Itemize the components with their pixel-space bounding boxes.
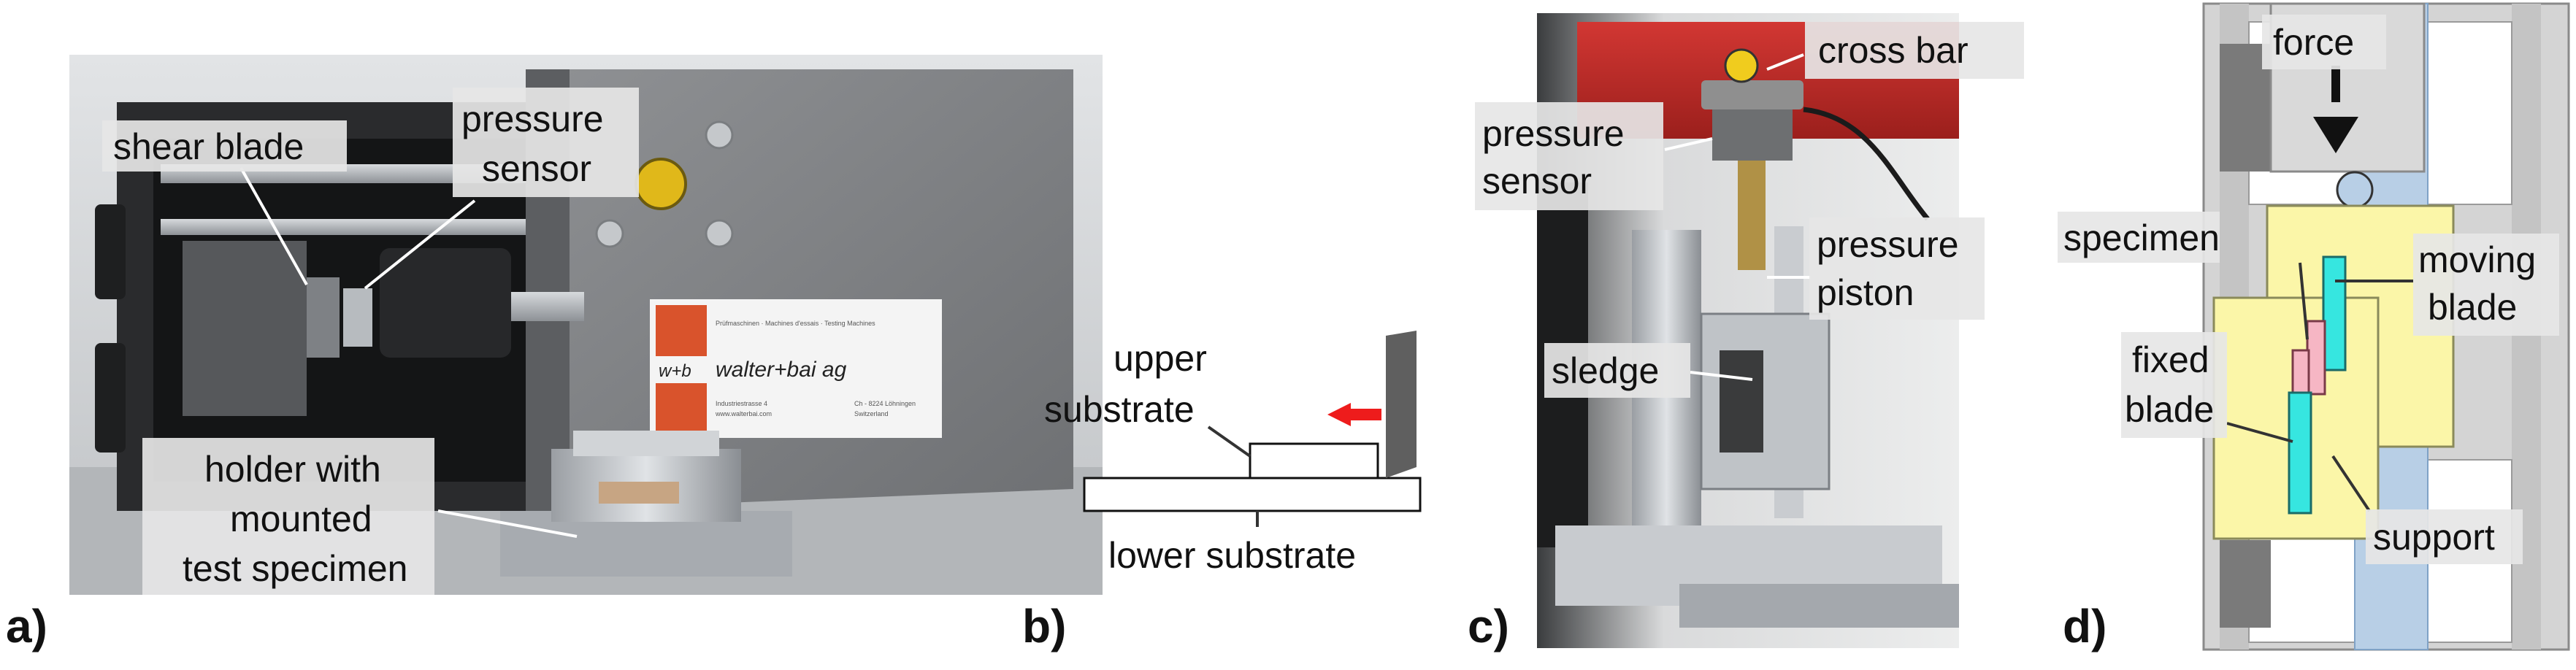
panel-d-fixed-blade-leader <box>2226 422 2293 443</box>
panel-a-handle-lower <box>95 343 126 453</box>
panel-c-pressure-sensor-label-line1: pressure <box>1482 113 1625 154</box>
panel-c-cross-bar-label-box <box>1805 22 2024 79</box>
panel-b-upper-label-line1: upper <box>1113 338 1207 379</box>
panel-d-support-leader <box>2331 455 2371 512</box>
panel-d-specimen-label: specimen <box>2063 217 2220 258</box>
panel-a-sensor-rod <box>511 292 584 321</box>
panel-d-specimen-upper <box>2306 320 2326 396</box>
panel-d-fixed-blade-label-box <box>2121 332 2227 438</box>
panel-a-holder-label-line1: holder with <box>204 449 381 490</box>
panel-a-letter: a) <box>6 600 47 652</box>
panel-a-holder-leader <box>437 509 578 538</box>
panel-c: cross bar pressure sensor pressure pisto… <box>1468 13 2024 652</box>
panel-a-pressure-sensor-label-line1: pressure <box>461 99 604 139</box>
panel-b-shear-blade <box>1386 331 1417 478</box>
panel-c-letter: c) <box>1468 600 1509 652</box>
panel-c-cable <box>1803 107 1930 221</box>
panel-a-plate-logo-bottom <box>656 383 707 434</box>
panel-c-sledge-label-box <box>1544 343 1690 398</box>
panel-b-upper-label-line2: substrate <box>1044 389 1195 430</box>
panel-b-upper-leader <box>1207 426 1251 458</box>
panel-d-fixed-blade-label-line2: blade <box>2125 389 2214 430</box>
panel-c-sledge-window <box>1720 350 1763 453</box>
panel-c-sledge-label: sledge <box>1552 350 1659 391</box>
panel-a-blade-block <box>183 241 307 416</box>
panel-a-plate-name: walter+bai ag <box>716 358 847 382</box>
panel-b-letter: b) <box>1022 600 1066 652</box>
panel-a-bolt-1 <box>705 120 734 150</box>
panel-c-pressure-piston <box>1738 161 1766 270</box>
panel-c-pressure-sensor-leader <box>1664 137 1713 151</box>
panel-d-support-label-box <box>2366 509 2523 564</box>
panel-d-specimen-leader <box>2299 262 2309 340</box>
panel-c-pressure-sensor-body <box>1712 109 1793 161</box>
panel-c-pressure-piston-label-box <box>1809 217 1985 320</box>
panel-c-sledge-leader <box>1690 371 1753 381</box>
panel-a: w+b walter+bai ag Prüfmaschinen · Machin… <box>6 55 1103 652</box>
panel-c-pressure-piston-label-line2: piston <box>1817 272 1914 313</box>
panel-d-force-bar <box>2331 66 2340 102</box>
panel-a-plate-line1: Prüfmaschinen · Machines d'essais · Test… <box>716 320 875 327</box>
panel-a-holder-label-line2: mounted <box>230 498 372 539</box>
panel-a-plate-line4: Switzerland <box>854 410 889 417</box>
panel-a-plate-logo-top <box>656 305 707 356</box>
panel-d: force specimen moving blade fixed blade … <box>2058 2 2570 652</box>
panel-b-lower-label: lower substrate <box>1108 535 1356 576</box>
panel-a-handle-upper <box>95 204 126 299</box>
panel-d-fixed-blade-label-line1: fixed <box>2132 339 2209 380</box>
panel-c-pressure-sensor-label-line2: sensor <box>1482 161 1592 201</box>
panel-c-pressure-piston-label-line1: pressure <box>1817 224 1959 265</box>
panel-d-moving-blade-label-line2: blade <box>2428 287 2517 328</box>
panel-a-shear-blade-label-box <box>102 120 347 172</box>
panel-d-force-label: force <box>2273 22 2354 63</box>
panel-d-moving-blade-label-box <box>2413 234 2559 336</box>
panel-a-pressure-sensor-label-line2: sensor <box>482 148 591 189</box>
panel-c-cross-bar-leader <box>1766 53 1804 71</box>
panel-a-plate-line3: Ch - 8224 Löhningen <box>854 400 916 407</box>
panel-d-ball <box>2336 171 2374 209</box>
panel-d-dark-pad-bottom <box>2220 540 2271 628</box>
panel-c-cross-bar-label: cross bar <box>1818 30 1969 71</box>
panel-d-moving-blade-label-line1: moving <box>2418 239 2536 280</box>
panel-a-holder-specimen <box>599 482 679 504</box>
panel-a-holder-label-box <box>142 438 434 595</box>
panel-c-warning-sticker <box>1724 48 1759 83</box>
panel-a-pressure-sensor-leader <box>364 199 476 290</box>
panel-d-specimen-label-box <box>2058 212 2220 263</box>
panel-a-shear-blade-leader <box>239 167 308 285</box>
panel-b-lower-substrate <box>1083 477 1422 512</box>
panel-a-sensor-collar <box>343 288 372 347</box>
panel-a-plate-line2: Industriestrasse 4 <box>716 400 767 407</box>
panel-a-pressure-sensor-body <box>380 248 511 358</box>
panel-d-force-arrow <box>2313 117 2358 153</box>
panel-a-shear-blade-part <box>307 277 340 358</box>
panel-a-bolt-2 <box>595 219 624 248</box>
panel-a-plate-brand: w+b <box>659 361 691 381</box>
panel-b: upper substrate lower substrate b) <box>1022 331 1422 652</box>
panel-d-force-label-box <box>2262 15 2386 69</box>
panel-b-upper-substrate <box>1249 442 1379 480</box>
panel-c-pressure-sensor-label-box <box>1475 102 1663 210</box>
panel-d-moving-blade <box>2322 255 2347 371</box>
panel-d-letter: d) <box>2063 600 2107 652</box>
panel-a-shear-blade-label: shear blade <box>113 126 304 167</box>
panel-a-holder-top <box>573 431 719 456</box>
panel-a-holder-label-line3: test specimen <box>183 548 407 589</box>
panel-a-guide-rod-mid <box>161 219 555 235</box>
panel-c-load-cell-plate <box>1701 80 1803 109</box>
panel-a-yellow-button <box>635 158 687 210</box>
panel-a-pressure-sensor-label-box <box>453 88 639 197</box>
panel-d-support-label: support <box>2373 517 2495 558</box>
panel-d-fixed-blade <box>2288 391 2312 515</box>
panel-a-plate-line5: www.walterbai.com <box>715 410 772 417</box>
panel-a-bolt-3 <box>705 219 734 248</box>
panel-c-base-slots <box>1679 584 1959 628</box>
panel-b-force-arrow <box>1327 403 1381 426</box>
